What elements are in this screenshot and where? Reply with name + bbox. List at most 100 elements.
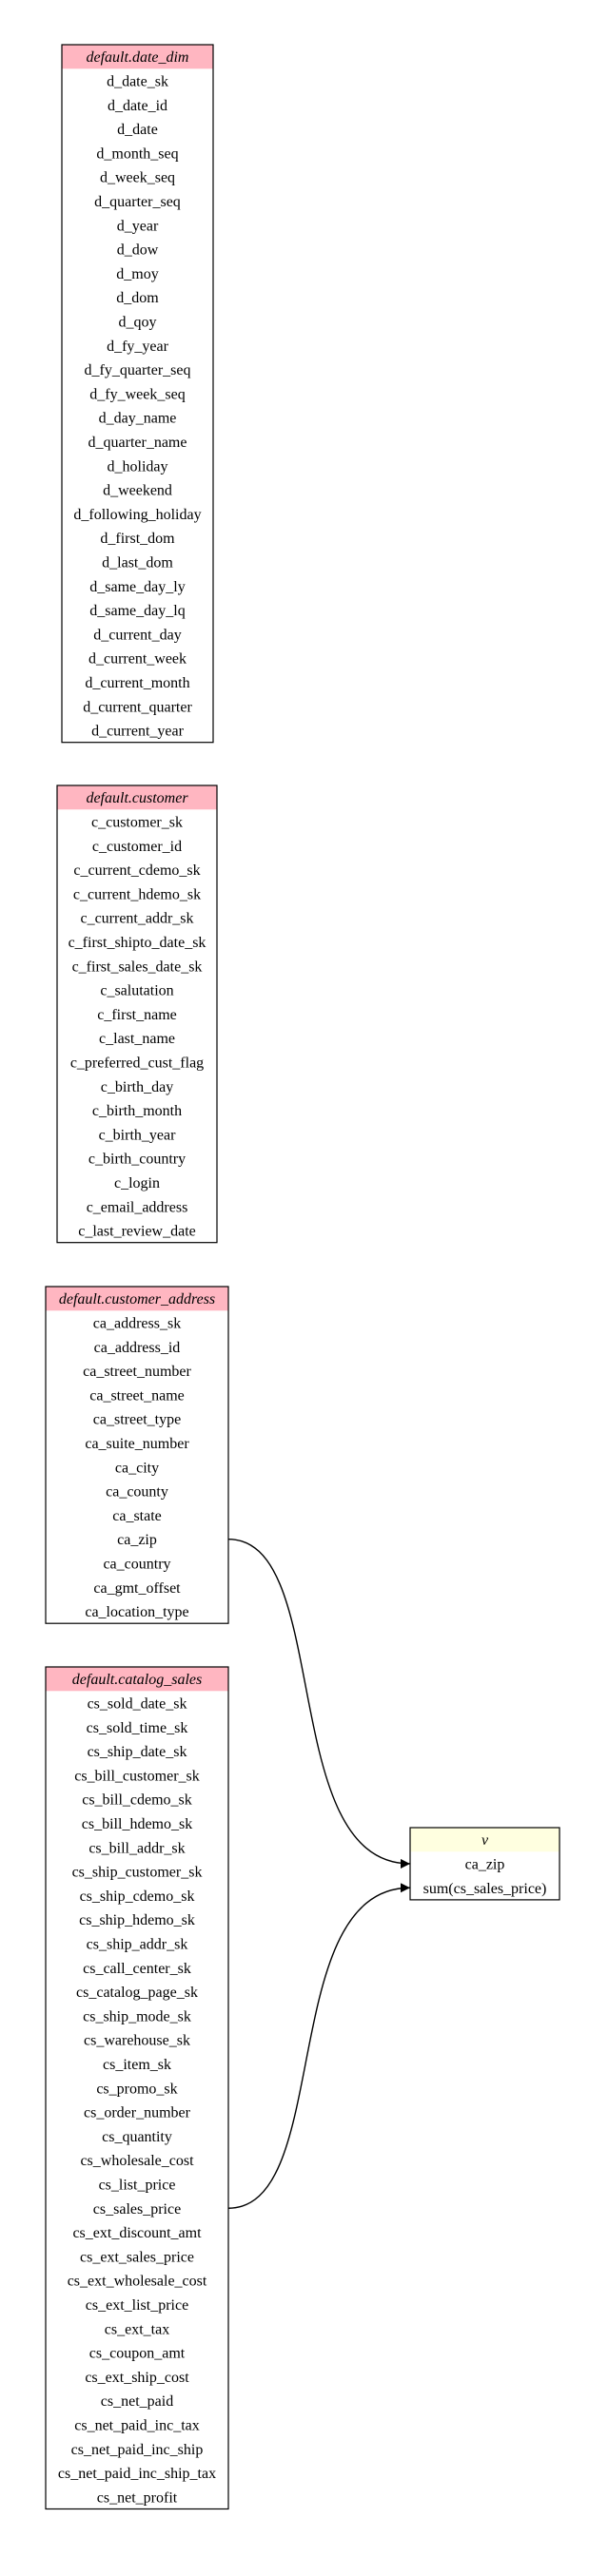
edge-2	[227, 1883, 411, 2209]
column-d-current-year: d_current_year	[91, 724, 185, 740]
column-d-current-quarter: d_current_quarter	[83, 699, 192, 715]
column-d-current-month: d_current_month	[85, 675, 189, 691]
column-cs-bill-hdemo-sk: cs_bill_hdemo_sk	[82, 1816, 192, 1832]
column-cs-catalog-page-sk: cs_catalog_page_sk	[76, 1985, 198, 2001]
column-d-moy: d_moy	[116, 266, 158, 282]
table-title: default.catalog_sales	[72, 1672, 202, 1688]
column-d-first-dom: d_first_dom	[100, 531, 175, 547]
column-c-birth-month: c_birth_month	[92, 1103, 182, 1119]
column-cs-ext-wholesale-cost: cs_ext_wholesale_cost	[68, 2274, 207, 2290]
edges-layer	[227, 1538, 411, 2209]
column-ca-street-type: ca_street_type	[93, 1412, 181, 1428]
column-d-date-sk: d_date_sk	[107, 73, 168, 89]
column-cs-bill-addr-sk: cs_bill_addr_sk	[88, 1840, 185, 1856]
table-customer_address: default.customer_address ca_address_sk ca_…	[45, 1286, 229, 1624]
column-d-following-holiday: d_following_holiday	[73, 507, 201, 523]
column-d-year: d_year	[117, 218, 159, 234]
column-cs-promo-sk: cs_promo_sk	[96, 2081, 177, 2097]
column-ca-address-id: ca_address_id	[94, 1340, 181, 1356]
column-ca-state: ca_state	[112, 1508, 162, 1524]
column-ca-address-sk: ca_address_sk	[93, 1315, 181, 1331]
column-c-current-addr-sk: c_current_addr_sk	[80, 911, 193, 927]
column-cs-ship-cdemo-sk: cs_ship_cdemo_sk	[80, 1888, 195, 1905]
table-header-band	[46, 1667, 228, 1692]
column-d-fy-quarter-seq: d_fy_quarter_seq	[85, 362, 191, 378]
column-d-date-id: d_date_id	[108, 98, 167, 114]
column-cs-warehouse-sk: cs_warehouse_sk	[84, 2033, 190, 2049]
column-cs-net-paid-inc-ship: cs_net_paid_inc_ship	[71, 2442, 204, 2458]
column-ca-country: ca_country	[103, 1556, 170, 1572]
column-d-fy-week-seq: d_fy_week_seq	[89, 386, 185, 402]
table-border	[45, 1286, 229, 1624]
column-cs-bill-customer-sk: cs_bill_customer_sk	[74, 1768, 200, 1784]
column-cs-net-profit: cs_net_profit	[97, 2489, 178, 2506]
column-ca-county: ca_county	[106, 1484, 168, 1501]
column-ca-city: ca_city	[115, 1460, 159, 1476]
column-c-current-hdemo-sk: c_current_hdemo_sk	[73, 886, 201, 902]
column-d-dom: d_dom	[116, 290, 159, 306]
column-cs-ship-addr-sk: cs_ship_addr_sk	[87, 1936, 188, 1952]
table-header-band	[46, 1287, 228, 1311]
column-c-email-address: c_email_address	[87, 1199, 188, 1215]
table-title: v	[481, 1832, 489, 1849]
column-c-customer-id: c_customer_id	[92, 839, 182, 855]
column-ca-street-number: ca_street_number	[83, 1364, 191, 1380]
column-cs-net-paid-inc-tax: cs_net_paid_inc_tax	[74, 2417, 200, 2433]
column-sum-cs-sales-price: sum(cs_sales_price)	[423, 1881, 547, 1897]
column-d-month-seq: d_month_seq	[96, 145, 178, 162]
table-header-band	[410, 1828, 560, 1852]
column-cs-order-number: cs_order_number	[84, 2105, 191, 2121]
column-d-holiday: d_holiday	[108, 458, 168, 475]
table-title: default.date_dim	[87, 49, 189, 66]
table-v: v ca_zip sum(cs_sales_price)	[409, 1827, 560, 1901]
table-title: default.customer_address	[59, 1291, 215, 1307]
column-cs-coupon-amt: cs_coupon_amt	[89, 2346, 186, 2362]
column-c-first-shipto-date-sk: c_first_shipto_date_sk	[69, 935, 206, 951]
column-d-same-day-lq: d_same_day_lq	[89, 603, 185, 619]
table-border	[45, 1666, 229, 2510]
column-d-same-day-ly: d_same_day_ly	[89, 579, 185, 595]
edge-1	[227, 1538, 411, 1869]
column-d-current-day: d_current_day	[93, 627, 181, 643]
table-border	[409, 1827, 560, 1901]
column-ca-zip: ca_zip	[465, 1856, 505, 1872]
column-c-preferred-cust-flag: c_preferred_cust_flag	[70, 1055, 204, 1071]
column-cs-sales-price: cs_sales_price	[93, 2201, 181, 2218]
column-cs-ship-mode-sk: cs_ship_mode_sk	[83, 2008, 191, 2024]
column-ca-zip: ca_zip	[117, 1532, 157, 1548]
column-cs-sold-time-sk: cs_sold_time_sk	[87, 1720, 188, 1736]
column-cs-ext-tax: cs_ext_tax	[105, 2321, 169, 2337]
column-cs-ext-discount-amt: cs_ext_discount_amt	[72, 2225, 202, 2241]
table-border	[56, 784, 218, 1244]
column-cs-net-paid: cs_net_paid	[101, 2393, 173, 2410]
column-d-last-dom: d_last_dom	[102, 554, 173, 571]
column-ca-street-name: ca_street_name	[89, 1387, 185, 1404]
column-cs-ext-sales-price: cs_ext_sales_price	[80, 2249, 194, 2265]
column-c-first-sales-date-sk: c_first_sales_date_sk	[72, 959, 203, 975]
column-d-weekend: d_weekend	[103, 483, 172, 499]
column-cs-ship-date-sk: cs_ship_date_sk	[88, 1744, 187, 1760]
tables-layer: default.date_dimd_date_skd_date_idd_date…	[45, 44, 560, 2510]
table-catalog_sales: default.catalog_sales cs_sold_date_sk cs_s…	[45, 1666, 229, 2510]
column-d-quarter-name: d_quarter_name	[88, 435, 187, 451]
column-cs-ship-customer-sk: cs_ship_customer_sk	[72, 1865, 203, 1881]
column-c-birth-day: c_birth_day	[101, 1079, 173, 1095]
column-c-login: c_login	[114, 1175, 160, 1191]
column-c-first-name: c_first_name	[97, 1007, 177, 1023]
column-cs-wholesale-cost: cs_wholesale_cost	[80, 2153, 194, 2169]
column-cs-ship-hdemo-sk: cs_ship_hdemo_sk	[79, 1912, 195, 1928]
column-c-last-review-date: c_last_review_date	[78, 1224, 196, 1240]
column-cs-net-paid-inc-ship-tax: cs_net_paid_inc_ship_tax	[58, 2466, 216, 2482]
column-cs-ext-list-price: cs_ext_list_price	[86, 2297, 188, 2314]
column-ca-location-type: ca_location_type	[85, 1604, 188, 1620]
column-cs-sold-date-sk: cs_sold_date_sk	[88, 1695, 187, 1712]
column-d-qoy: d_qoy	[119, 314, 157, 330]
column-cs-bill-cdemo-sk: cs_bill_cdemo_sk	[82, 1792, 192, 1809]
column-d-quarter-seq: d_quarter_seq	[94, 194, 181, 210]
table-customer: default.customerc_customer_skc_customer_…	[56, 784, 218, 1244]
column-d-week-seq: d_week_seq	[100, 170, 175, 186]
table-border	[61, 44, 214, 744]
column-d-dow: d_dow	[117, 242, 159, 259]
column-c-current-cdemo-sk: c_current_cdemo_sk	[73, 862, 200, 879]
